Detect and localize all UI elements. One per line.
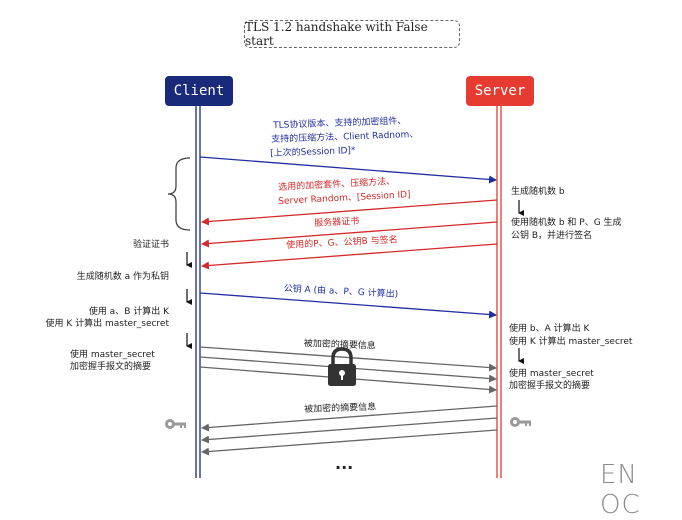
encrypted-arrow-4: [201, 405, 498, 432]
server-note-gen-random: 生成随机数 b: [511, 187, 565, 197]
server-key-icon: [510, 417, 531, 427]
server-box: Server: [466, 76, 534, 106]
diagram-title: TLS 1.2 handshake with False start: [244, 20, 460, 48]
client-note-encrypt-digest: 加密握手报文的摘要: [70, 362, 152, 372]
client-hello-arrow: [199, 156, 497, 184]
client-key-icon: [165, 419, 186, 429]
server-lifeline: [496, 106, 502, 478]
client-note-use-secret: 使用 master_secret: [70, 350, 155, 360]
client-note-calc-secret: 使用 K 计算出 master_secret: [45, 319, 169, 329]
server-note-encrypt-digest: 加密握手报文的摘要: [509, 381, 591, 391]
server-note-calc-k: 使用 b、A 计算出 K: [509, 324, 590, 334]
server-note-calc-secret: 使用 K 计算出 master_secret: [509, 337, 633, 347]
server-note-sign-2: 公钥 B，并进行签名: [511, 231, 593, 241]
certificate-arrow: [201, 221, 498, 248]
encrypted-arrow-1: [199, 346, 497, 372]
encrypted-arrow-5: [201, 417, 498, 444]
server-hello-arrow: [201, 199, 498, 226]
client-note-calc-k: 使用 a、B 计算出 K: [88, 307, 169, 317]
encrypted-arrow-6: [201, 429, 498, 456]
encrypted-digest-label-2: 被加密的摘要信息: [304, 402, 377, 415]
client-note-gen-random: 生成随机数 a 作为私钥: [76, 272, 169, 282]
server-key-arrow: [201, 243, 498, 270]
encrypted-digest-label-1: 被加密的摘要信息: [303, 338, 376, 352]
client-box: Client: [165, 76, 233, 106]
continuation-ellipsis: ...: [335, 454, 354, 473]
server-messages-brace: [167, 157, 191, 231]
client-note-verify-cert: 验证证书: [132, 240, 169, 250]
client-key-arrow: [199, 292, 497, 319]
watermark: EN OC: [600, 460, 641, 520]
lock-icon: [328, 347, 356, 386]
server-note-sign-1: 使用随机数 b 和 P、G 生成: [511, 218, 622, 228]
certificate-label: 服务器证书: [314, 216, 360, 229]
server-note-use-secret: 使用 master_secret: [509, 369, 594, 379]
sequence-diagram: [165, 106, 531, 478]
client-lifeline: [195, 106, 201, 478]
